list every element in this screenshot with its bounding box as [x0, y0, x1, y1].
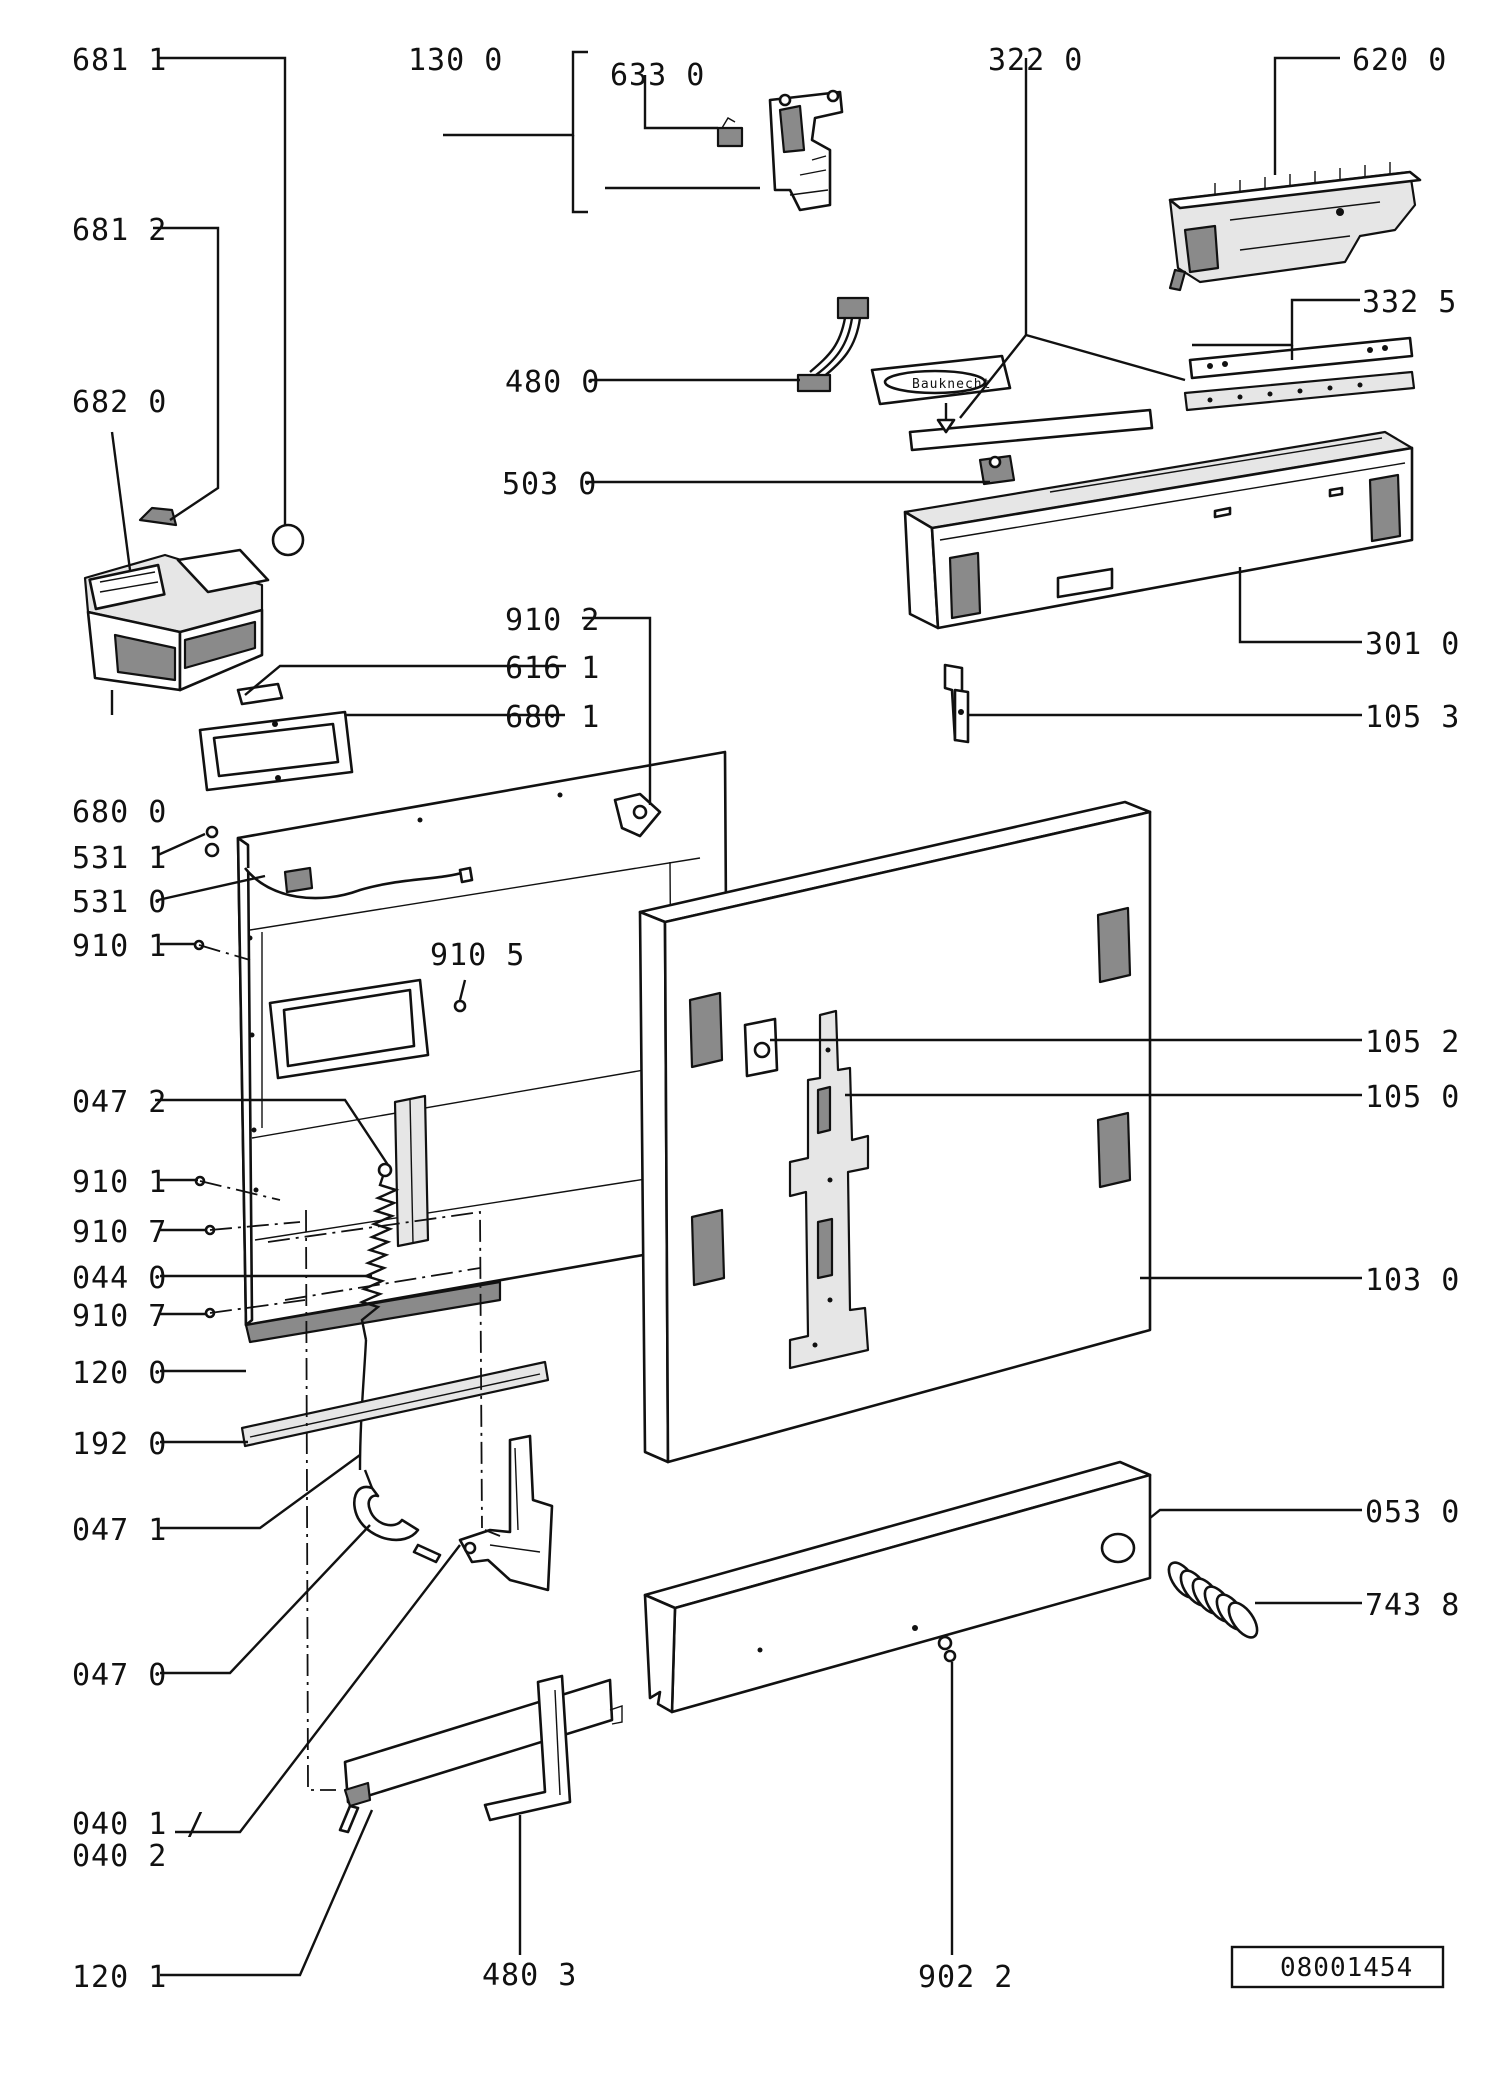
screw-531-1 — [205, 825, 219, 839]
label-910-7-upper: 910 7 — [72, 1215, 167, 1250]
label-130-0: 130 0 — [408, 43, 503, 78]
part-480-wiring-harness — [796, 296, 870, 393]
part-192-rail — [240, 1360, 550, 1448]
part-480-3-bracket — [483, 1674, 572, 1822]
part-044-spring — [358, 1162, 400, 1341]
label-047-1: 047 1 — [72, 1513, 167, 1548]
label-040-1: 040 1 / — [72, 1807, 205, 1842]
part-503-switch — [978, 454, 1016, 486]
part-labels: 681 1 681 2 682 0 680 0 531 1 531 0 910 … — [72, 43, 1460, 1995]
label-105-2: 105 2 — [1365, 1025, 1460, 1060]
part-322-label-plate: Bauknecht — [870, 354, 1154, 452]
part-103-outer-door — [638, 800, 1152, 1464]
label-053-0: 053 0 — [1365, 1495, 1460, 1530]
label-332-5: 332 5 — [1362, 285, 1457, 320]
label-682-0: 682 0 — [72, 385, 167, 420]
drawing-number: 08001454 — [1280, 1953, 1413, 1983]
label-910-7-lower: 910 7 — [72, 1299, 167, 1334]
label-681-1: 681 1 — [72, 43, 167, 78]
label-531-0: 531 0 — [72, 885, 167, 920]
part-130-bracket-assembly — [768, 89, 844, 212]
label-040-2: 040 2 — [72, 1839, 167, 1874]
part-616-1-clip — [236, 682, 284, 706]
part-743-spring — [1167, 1561, 1259, 1639]
part-120-1-lower-rail — [338, 1678, 623, 1834]
label-047-2: 047 2 — [72, 1085, 167, 1120]
part-681-2-knob — [138, 506, 178, 527]
part-332-display-strips — [1183, 336, 1416, 412]
leader-lines — [110, 50, 1362, 1977]
label-105-3: 105 3 — [1365, 700, 1460, 735]
label-910-1-lower: 910 1 — [72, 1165, 167, 1200]
label-910-5: 910 5 — [430, 938, 525, 973]
part-105-3-bracket — [943, 663, 970, 744]
part-680-1-gasket — [198, 710, 354, 792]
label-910-1-upper: 910 1 — [72, 929, 167, 964]
label-680-0: 680 0 — [72, 795, 167, 830]
screw-910-5 — [453, 999, 467, 1013]
label-192-0: 192 0 — [72, 1427, 167, 1462]
label-743-8: 743 8 — [1365, 1588, 1460, 1623]
part-633-microswitch — [716, 117, 744, 148]
part-120-inner-door — [204, 750, 730, 1344]
label-531-1: 531 1 — [72, 841, 167, 876]
label-503-0: 503 0 — [502, 467, 597, 502]
label-120-1: 120 1 — [72, 1960, 167, 1995]
label-681-2: 681 2 — [72, 213, 167, 248]
label-103-0: 103 0 — [1365, 1263, 1460, 1298]
part-620-control-module — [1168, 162, 1422, 292]
label-680-1: 680 1 — [505, 700, 600, 735]
label-105-0: 105 0 — [1365, 1080, 1460, 1115]
label-480-0: 480 0 — [505, 365, 600, 400]
part-053-kick-plate — [643, 1460, 1152, 1714]
part-301-control-panel — [903, 430, 1414, 630]
label-616-1: 616 1 — [505, 651, 600, 686]
part-681-1-cap — [271, 523, 305, 557]
part-680-dispenser — [83, 548, 270, 692]
part-040-hinge-bracket — [458, 1434, 554, 1592]
label-902-2: 902 2 — [918, 1960, 1013, 1995]
label-120-0: 120 0 — [72, 1356, 167, 1391]
label-301-0: 301 0 — [1365, 627, 1460, 662]
label-633-0: 633 0 — [610, 58, 705, 93]
assembly-centerlines — [198, 944, 501, 1791]
label-480-3: 480 3 — [482, 1958, 577, 1993]
label-047-0: 047 0 — [72, 1658, 167, 1693]
part-902-screw — [937, 1635, 957, 1663]
label-322-0: 322 0 — [988, 43, 1083, 78]
brand-label: Bauknecht — [912, 377, 991, 392]
label-910-2: 910 2 — [505, 603, 600, 638]
drawing-number-box: 08001454 — [1230, 1945, 1445, 1989]
label-620-0: 620 0 — [1352, 43, 1447, 78]
label-044-0: 044 0 — [72, 1261, 167, 1296]
